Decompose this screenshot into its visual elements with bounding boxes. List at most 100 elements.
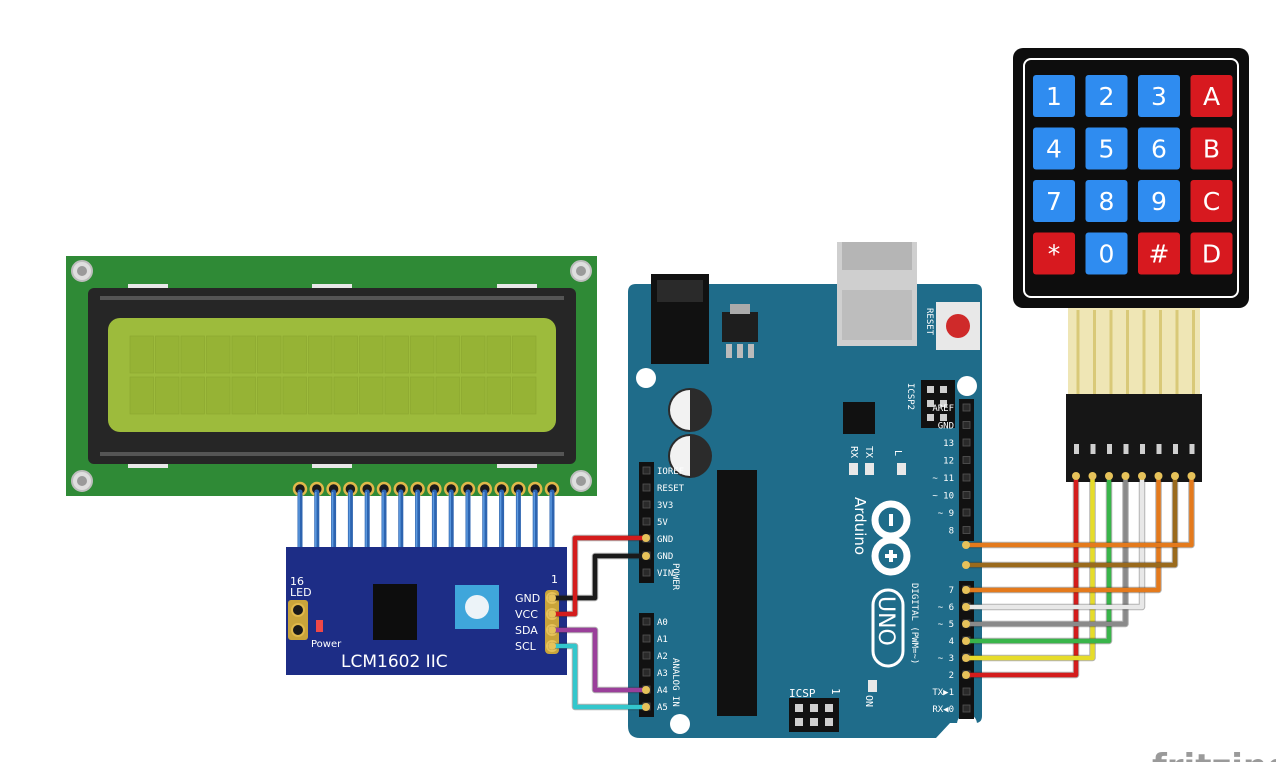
key-9[interactable] [1138,180,1180,222]
wire-keypad-1-end [1072,472,1080,480]
key-5[interactable] [1085,127,1128,170]
digital-high-pin [962,526,971,534]
lcd-cell [155,376,180,415]
lcd-cell [410,376,435,415]
wire-scl-end [548,642,556,650]
key-2[interactable] [1085,75,1128,117]
analog-pin [642,668,651,677]
lcd-display [66,256,597,576]
key-6[interactable] [1138,127,1180,170]
analog-pin-label: A0 [657,618,668,628]
digital-high-header-body [959,399,974,541]
wire-keypad-2 [963,473,1095,661]
wire-sda-end [642,686,650,694]
digital-low-pin-label: ~ 5 [938,620,954,630]
key-3[interactable] [1138,75,1180,117]
wire-keypad-6-end [1154,472,1163,480]
lcd-cell [333,335,358,374]
lcd-cell [461,335,486,374]
digital-high-pin-label: GND [938,422,954,432]
keypad-connector-pin [1140,444,1145,454]
digital-high-pin [962,456,971,464]
keypad-connector [1066,394,1202,482]
power-pin-label: VIN [657,569,673,579]
lcd-cell [308,376,333,415]
lcd-mount-holes [71,260,592,492]
key-label: 4 [1046,135,1062,164]
wire-keypad-6 [963,473,1161,593]
icsp2-label: ICSP2 [905,383,915,410]
key-4[interactable] [1033,127,1075,170]
lcd-cell [282,376,307,415]
voltage-regulator [722,312,758,342]
wire-keypad-1-outline [962,472,1080,679]
lcd-cell [180,376,205,415]
lcd-cell [461,376,486,415]
wire-keypad-4-end [962,620,970,628]
digital-low-pin-label: ~ 3 [938,654,954,664]
uno-badge: UNO [871,588,905,668]
key-#[interactable] [1138,232,1180,275]
wire-vcc-end [548,610,556,618]
analog-pin [642,617,651,626]
icsp-pin [825,718,833,726]
key-label: B [1203,135,1220,164]
power-pin-label: RESET [657,484,685,494]
led-label: LED [290,586,312,599]
wire-gnd-end [642,552,650,560]
key-B[interactable] [1190,127,1233,170]
lcd-cell [333,376,358,415]
digital-high-pin [962,403,971,412]
wire-gnd-end [548,594,556,602]
key-7[interactable] [1033,180,1075,222]
lcd-cell [257,335,282,374]
lcd-i2c-module: 16 1 LED Power LCM1602 IIC GND VCC SDA S… [286,547,567,675]
power-pin-label: 5V [657,518,668,528]
tx-led [865,463,874,475]
icsp2-pin [940,414,947,421]
power-pin [642,466,651,475]
pin-label-1: 1 [551,573,558,586]
tx-label: TX [863,446,874,458]
wire-keypad-3 [963,473,1112,644]
key-D[interactable] [1190,232,1233,275]
reset-button-icon [946,314,970,338]
key-0[interactable] [1085,232,1128,275]
lcd-cell [486,335,511,374]
lcd-cell [384,335,409,374]
analog-header-body [639,613,654,717]
key-1[interactable] [1033,75,1075,117]
power-label: Power [311,639,342,650]
icsp2-pin [927,414,934,421]
key-label: 9 [1151,187,1167,216]
lcd-cell [486,376,511,415]
arduino-uno: RESET ICSP2 RX TX L Arduino [628,242,982,738]
wire-keypad-7 [963,473,1178,568]
potentiometer-knob-icon [465,595,489,619]
key-label: * [1048,240,1061,269]
key-C[interactable] [1190,180,1233,222]
wire-keypad-6-outline [962,472,1162,594]
wire-sda [549,627,649,693]
wire-keypad-2-end [962,654,970,662]
rx-label: RX [848,446,859,458]
lcd-character-grid [129,335,537,415]
wire-keypad-2-end [1088,472,1097,480]
key-8[interactable] [1085,180,1128,222]
keypad-connector-pin [1189,444,1195,454]
wire-keypad-5-end [962,603,970,611]
key-label: 8 [1099,187,1115,216]
power-pin [642,483,651,492]
digital-high-pin-label: ~ 10 [932,492,954,502]
uno-label: UNO [873,596,898,646]
key-A[interactable] [1190,75,1233,117]
wire-keypad-1 [963,473,1079,678]
icsp2-header [921,380,955,428]
on-led [868,680,877,692]
key-*[interactable] [1033,232,1075,275]
lcd-cell [257,376,282,415]
icsp2-pin [927,400,934,407]
pin-label-scl: SCL [515,640,537,653]
wire-keypad-4-end [1121,472,1130,480]
